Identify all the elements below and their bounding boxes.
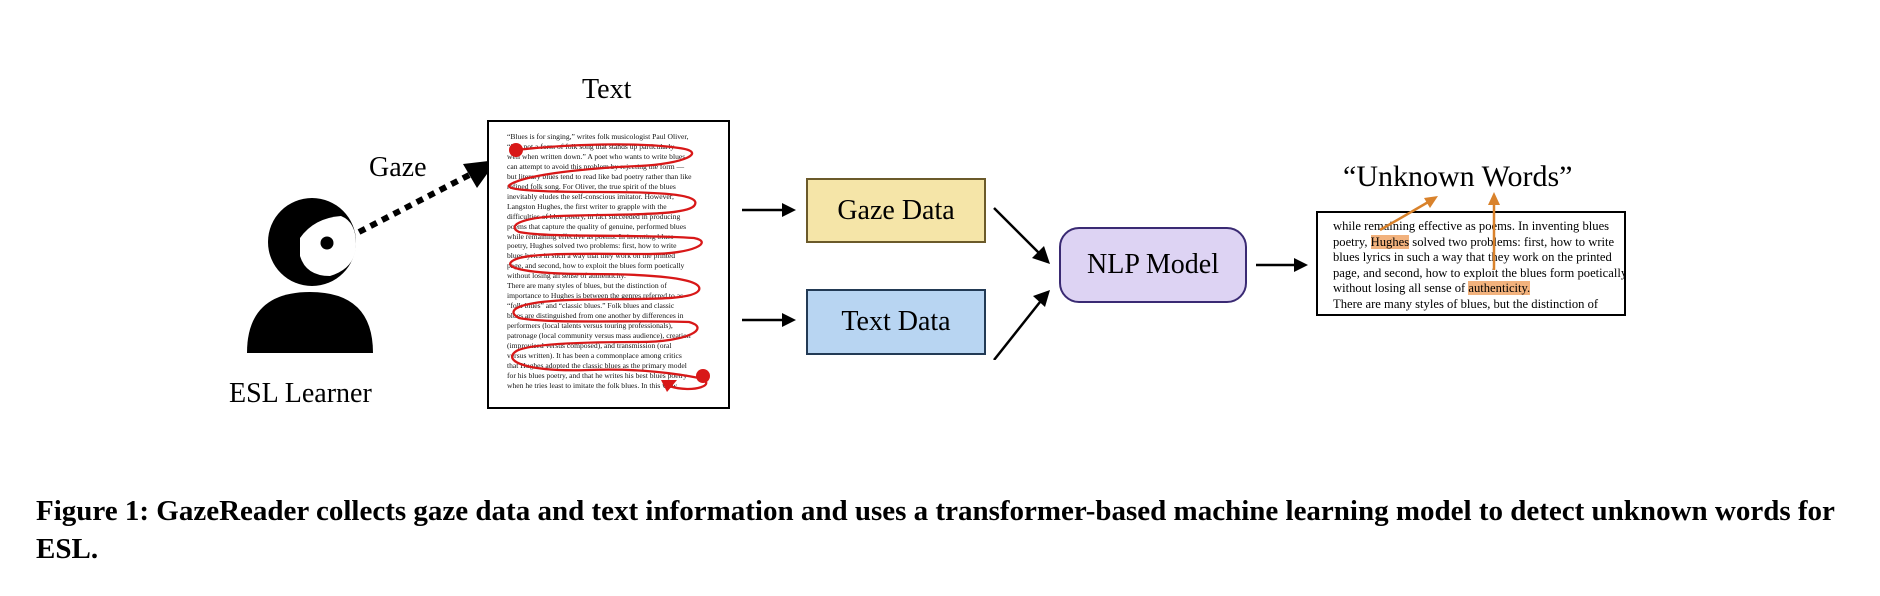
text-panel-line: refined folk song. For Oliver, the true … <box>507 181 676 191</box>
text-to-text-data-arrow <box>742 313 796 327</box>
learner-eye-icon <box>320 236 334 250</box>
gaze-path <box>507 143 710 392</box>
highlight-word-authenticity: authenticity. <box>1468 281 1531 296</box>
learner-label: ESL Learner <box>229 378 372 409</box>
unknown-word-arrows <box>1379 192 1500 270</box>
text-panel-title: Text <box>582 74 632 105</box>
text-panel: “Blues is for singing,” writes folk musi… <box>487 120 730 409</box>
output-line: page, and second, how to exploit the blu… <box>1333 265 1626 280</box>
nlp-model-label: NLP Model <box>1087 249 1219 280</box>
gaze-scanpath-line <box>507 143 708 391</box>
text-panel-line: page, and second, how to exploit the blu… <box>507 261 685 271</box>
text-panel-line: performers (local talents versus touring… <box>507 321 673 331</box>
text-panel-line: blues are distinguished from one another… <box>507 311 684 321</box>
gaze-start-dot <box>509 143 523 157</box>
output-line: without losing all sense of authenticity… <box>1333 281 1531 296</box>
model-to-output-arrow <box>1256 258 1308 272</box>
text-panel-line: but literary blues tend to read like bad… <box>507 171 692 181</box>
text-data-label: Text Data <box>841 306 951 337</box>
learner-body-shape <box>247 292 373 353</box>
text-panel-line: Langston Hughes, the first writer to gra… <box>507 201 667 211</box>
text-panel-line: blues lyrics in such a way that they wor… <box>507 251 676 261</box>
text-panel-line: that Hughes adopted the classic blues as… <box>507 360 687 370</box>
text-panel-line: for his blues poetry, and that he writes… <box>507 370 688 380</box>
gaze-end-dot <box>696 369 710 383</box>
text-panel-line: patronage (local community versus mass a… <box>507 331 691 341</box>
gaze-label: Gaze <box>369 152 427 183</box>
text-panel-line: without losing all sense of authenticity… <box>507 271 626 281</box>
output-line: while remaining effective as poems. In i… <box>1333 219 1610 233</box>
unknown-words-title: “Unknown Words” <box>1343 160 1573 193</box>
data-to-model-arrows <box>993 207 1050 360</box>
text-panel-line: importance to Hughes is between the genr… <box>507 291 684 301</box>
text-data-box: Text Data <box>806 289 986 355</box>
text-panel-line: “it is not a form of folk song that stan… <box>507 141 675 151</box>
output-line: poetry, Hughes solved two problems: firs… <box>1333 234 1615 249</box>
figure-caption: Figure 1: GazeReader collects gaze data … <box>36 495 1835 565</box>
text-to-gaze-data-arrow <box>742 203 796 217</box>
text-panel-line: inevitably eludes the self-conscious imi… <box>507 191 674 201</box>
text-panel-line: when he tries least to imitate the folk … <box>507 380 679 390</box>
text-panel-line: can attempt to avoid this problem by rej… <box>507 161 685 171</box>
text-panel-line: versus written). It has been a commonpla… <box>507 350 682 360</box>
text-panel-line: poems that capture the quality of genuin… <box>507 221 687 231</box>
gaze-data-box: Gaze Data <box>806 178 986 243</box>
output-line: There are many styles of blues, but the … <box>1333 296 1599 311</box>
nlp-model-box: NLP Model <box>1059 227 1247 303</box>
text-panel-line: There are many styles of blues, but the … <box>507 281 667 291</box>
gaze-data-label: Gaze Data <box>837 194 955 226</box>
highlight-word-hughes: Hughes <box>1370 234 1410 249</box>
text-panel-line: “Blues is for singing,” writes folk musi… <box>507 132 689 141</box>
output-text: while remaining effective as poems. In i… <box>1333 219 1626 313</box>
text-panel-line: poetry, Hughes solved two problems: firs… <box>507 241 677 251</box>
learner-person-icon <box>247 198 373 353</box>
output-line: blues lyrics in such a way that they wor… <box>1333 250 1612 265</box>
output-panel: while remaining effective as poems. In i… <box>1316 211 1626 316</box>
gaze-path-arrowhead <box>661 380 677 392</box>
text-panel-line: “folk blues” and “classic blues.” Folk b… <box>507 301 675 311</box>
text-panel-line: (improvised versus composed), and transm… <box>507 341 672 351</box>
text-panel-line: well when written down.” A poet who want… <box>507 151 686 161</box>
